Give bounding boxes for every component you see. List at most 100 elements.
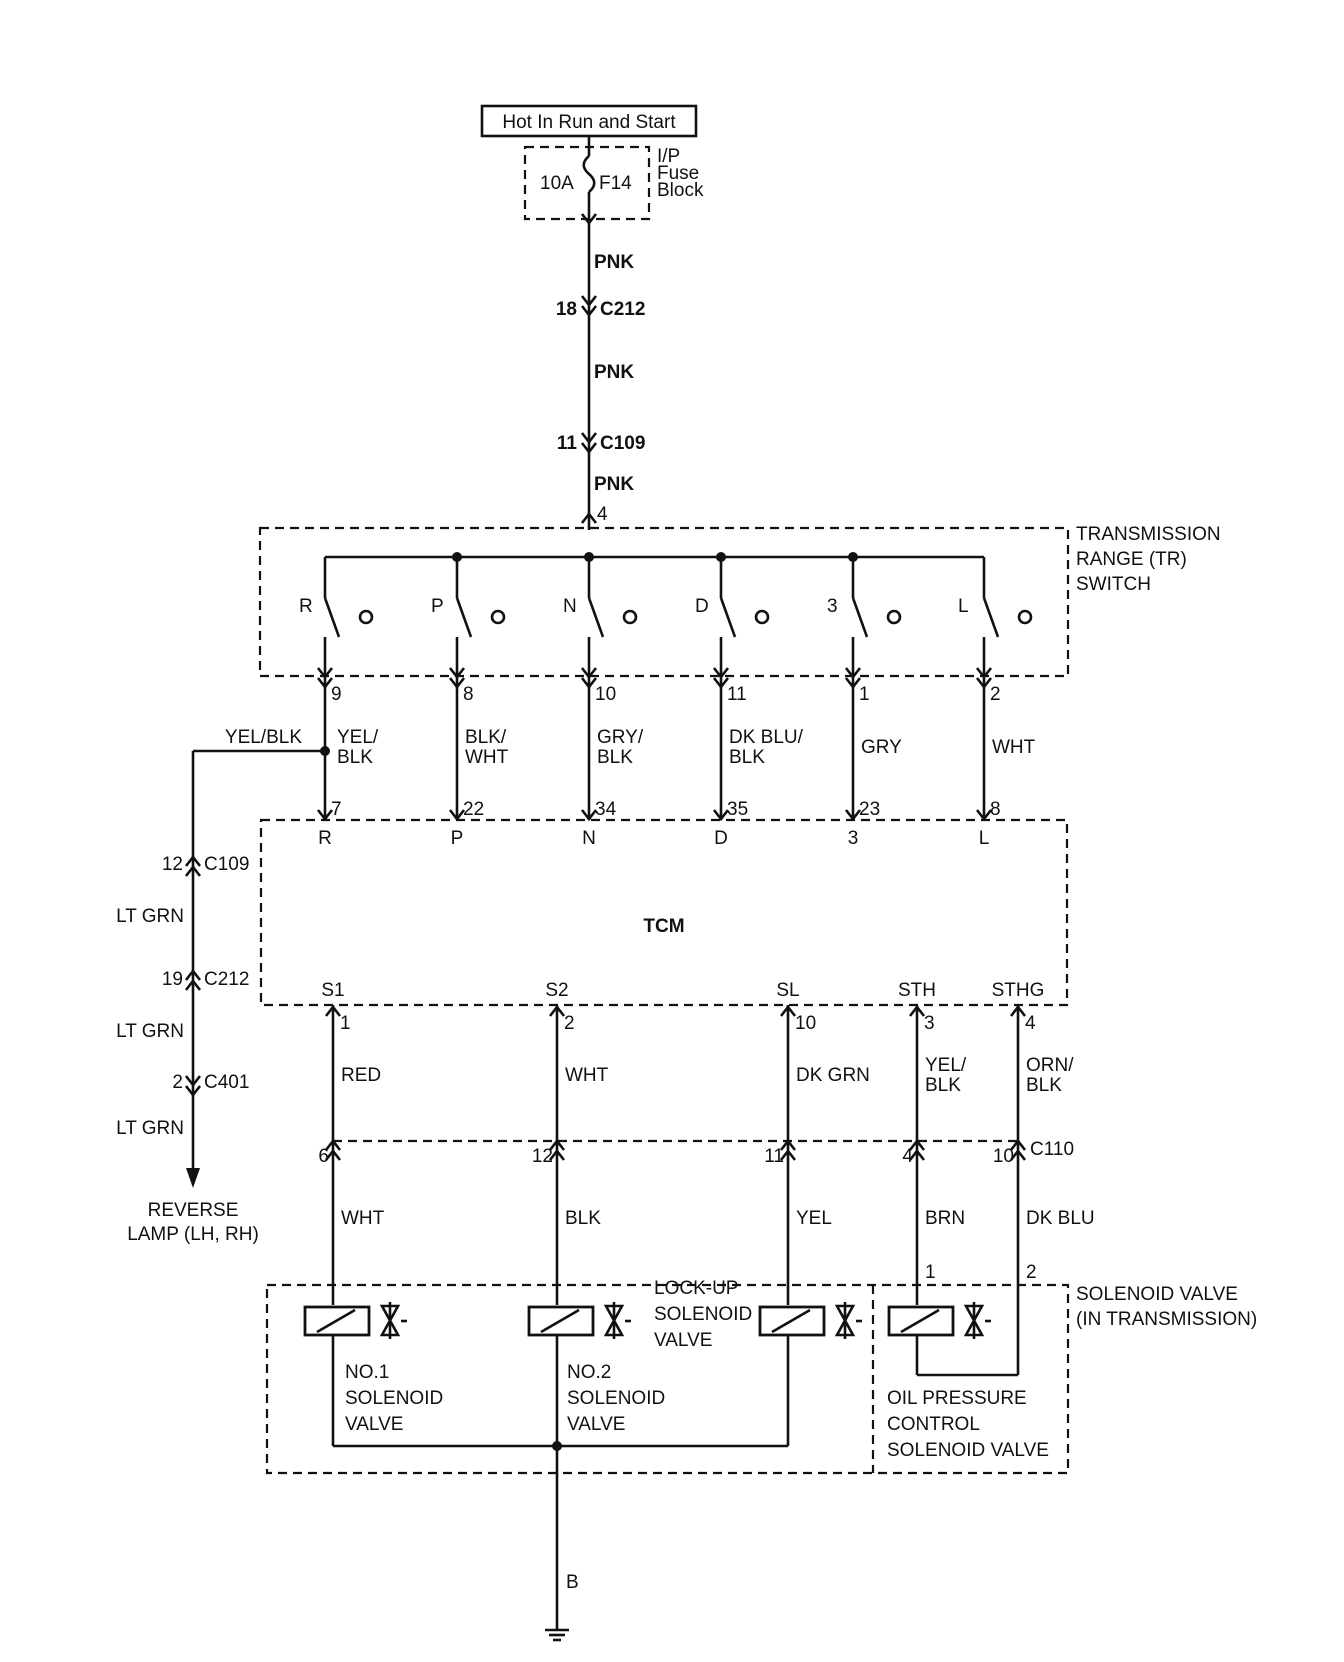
tcm-output-sthg-name: STHG [992, 980, 1045, 1001]
c110-wire-sth-color: BRN [925, 1208, 965, 1229]
no2-label-1: NO.2 [567, 1362, 611, 1383]
tr-contact-n-label: N [563, 596, 577, 617]
fuse-block-label-1: I/P [657, 146, 680, 167]
tr-switch-input-pin: 4 [597, 504, 608, 525]
tr-wire-d-color-1: DK BLU/ [729, 727, 804, 748]
c110-wire-sthg-color: DK BLU [1026, 1208, 1095, 1229]
tcm-output-s2-wire: WHT [565, 1065, 609, 1086]
tcm-input-r: R [318, 828, 332, 849]
solenoid-valve-assembly: SOLENOID VALVE (IN TRANSMISSION) [265, 1283, 1257, 1475]
reverse-wire-color-2: LT GRN [116, 1021, 184, 1042]
no1-label-2: SOLENOID [345, 1388, 443, 1409]
tr-wire-p: 8 BLK/ WHT 22 P [448, 667, 509, 849]
c110-wire-sth: 4 BRN 1 [902, 1138, 965, 1305]
tr-wire-p-color-1: BLK/ [465, 727, 507, 748]
fuse-rating: 10A [540, 173, 574, 194]
tr-contact-3-label: 3 [827, 596, 838, 617]
c110-label: C110 [1030, 1139, 1074, 1160]
c212-connector: C212 [600, 299, 645, 320]
tcm-output-s1-pin: 1 [340, 1013, 351, 1034]
tcm-output-sth-name: STH [898, 980, 936, 1001]
tcm-output-sthg: STHG 4 ORN/ BLK [992, 980, 1074, 1140]
tr-contact-r: R [299, 557, 374, 676]
no2-label-2: SOLENOID [567, 1388, 665, 1409]
tr-contact-d: D [695, 557, 770, 676]
tcm-pin-3: 23 [859, 799, 880, 820]
c110-pin-sth: 4 [902, 1146, 913, 1167]
reverse-connector-3-pin: 2 [172, 1072, 183, 1093]
tcm-input-l: L [979, 828, 990, 849]
lockup-valve-icon [834, 1302, 862, 1339]
no1-solenoid: NO.1 SOLENOID VALVE [303, 1302, 443, 1435]
c109-connector: C109 [600, 433, 645, 454]
power-source: Hot In Run and Start [480, 104, 698, 138]
tr-switch-label-3: SWITCH [1076, 574, 1151, 595]
tcm-output-s1-wire: RED [341, 1065, 381, 1086]
tr-wire-3: 1 GRY 23 3 [844, 667, 902, 849]
c110-wire-sl: 11 YEL [764, 1138, 832, 1305]
fuse-block-label-3: Block [657, 180, 704, 201]
lockup-label-1: LOCK-UP [654, 1278, 738, 1299]
tcm-pin-l: 8 [990, 799, 1001, 820]
tr-pin-3: 1 [859, 684, 870, 705]
power-source-label: Hot In Run and Start [502, 112, 676, 133]
tcm-output-s2-name: S2 [545, 980, 568, 1001]
reverse-lamp-label-2: LAMP (LH, RH) [127, 1224, 259, 1245]
tr-wire-n: 10 GRY/ BLK 34 N [580, 667, 644, 849]
tr-contact-r-label: R [299, 596, 313, 617]
no2-label-3: VALVE [567, 1414, 625, 1435]
tr-pin-r: 9 [331, 684, 342, 705]
tr-pin-n: 10 [595, 684, 616, 705]
tr-wire-r-color-1: YEL/ [337, 727, 379, 748]
tcm-pin-r: 7 [331, 799, 342, 820]
oil-pressure-label-2: CONTROL [887, 1414, 980, 1435]
tr-contact-n: N [563, 557, 638, 676]
tr-wire-n-color-1: GRY/ [597, 727, 644, 748]
tcm-pin-d: 35 [727, 799, 748, 820]
c110-wire-s2-color: BLK [565, 1208, 601, 1229]
reverse-wire-color-3: LT GRN [116, 1118, 184, 1139]
c212-pin: 18 [556, 299, 577, 320]
oil-pressure-valve-icon [963, 1302, 991, 1339]
c110-wire-sthg: 10 DK BLU 2 [993, 1138, 1095, 1375]
reverse-splice-wire: YEL/BLK [225, 727, 302, 748]
tr-contact-3: 3 [827, 557, 902, 676]
tr-switch: TRANSMISSION RANGE (TR) SWITCH [258, 524, 1221, 678]
reverse-connector-3: C401 [204, 1072, 249, 1093]
lockup-label-3: VALVE [654, 1330, 712, 1351]
fuse-block: 10A F14 I/P Fuse Block [523, 136, 704, 221]
ground-label: B [566, 1572, 579, 1593]
feed-circuit: PNK 18 C212 PNK 11 C109 PNK 4 [556, 212, 645, 530]
tcm-output-sth-wire-2: BLK [925, 1075, 961, 1096]
no2-valve-icon [603, 1302, 631, 1339]
solenoid-assembly-label-1: SOLENOID VALVE [1076, 1284, 1238, 1305]
c110-pin-s1: 6 [318, 1146, 329, 1167]
reverse-wire-color-1: LT GRN [116, 906, 184, 927]
c110-wire-s1: 6 WHT [318, 1138, 385, 1305]
c110-wire-s1-color: WHT [341, 1208, 385, 1229]
reverse-lamp-label-1: REVERSE [148, 1200, 239, 1221]
ground-icon [545, 1628, 569, 1642]
tcm-label: TCM [643, 916, 684, 937]
reverse-lamp-circuit: YEL/BLK 12 C109 LT GRN 19 C212 LT GRN 2 … [116, 727, 330, 1245]
tcm-output-sth-pin: 3 [924, 1013, 935, 1034]
c110-pin-sl: 11 [764, 1146, 784, 1167]
oil-pressure-solenoid: OIL PRESSURE CONTROL SOLENOID VALVE [887, 1302, 1049, 1461]
tr-contact-p: P [431, 557, 506, 676]
tcm-input-p: P [451, 828, 464, 849]
oil-pressure-label-3: SOLENOID VALVE [887, 1440, 1049, 1461]
tr-wire-r-color-2: BLK [337, 747, 373, 768]
c110-wire-s2: 12 BLK [532, 1138, 601, 1305]
c110-pin-s2: 12 [532, 1146, 553, 1167]
no1-valve-icon [379, 1302, 407, 1339]
tr-switch-label-2: RANGE (TR) [1076, 549, 1187, 570]
tcm-output-s1-name: S1 [321, 980, 344, 1001]
lockup-label-2: SOLENOID [654, 1304, 752, 1325]
tcm-input-d: D [714, 828, 728, 849]
tcm-output-sthg-wire-1: ORN/ [1026, 1055, 1074, 1076]
reverse-connector-2-pin: 19 [162, 969, 183, 990]
tr-wire-d-color-2: BLK [729, 747, 765, 768]
tr-contact-l: L [958, 557, 1033, 676]
tr-wire-l: 2 WHT 8 L [975, 667, 1036, 849]
